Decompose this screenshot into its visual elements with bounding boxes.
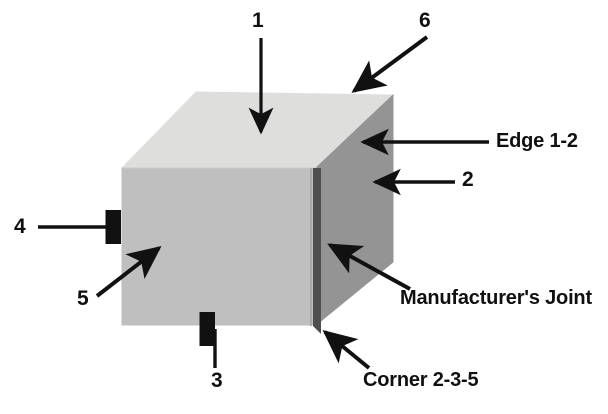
label-corner-2-3-5: Corner 2-3-5: [363, 369, 479, 391]
label-panel-5: 5: [77, 287, 89, 310]
label-panel-4: 4: [14, 215, 26, 238]
box-face-front-5: [121, 167, 317, 326]
box-solid: [120, 91, 395, 334]
label-panel-6: 6: [419, 9, 431, 32]
label-manufacturers-joint: Manufacturer's Joint: [400, 287, 592, 309]
arrow-5-line: [95, 246, 162, 298]
label-panel-3: 3: [211, 369, 223, 392]
arrow-corner-2-3-5-line: [322, 329, 371, 370]
label-edge-1-2: Edge 1-2: [496, 130, 578, 152]
arrow-6-line: [351, 35, 429, 93]
arrow-group: [38, 35, 489, 370]
manufacturers-joint-strip: [313, 168, 321, 334]
arrow-manufacturers-joint-line: [327, 243, 411, 291]
label-panel-2: 2: [462, 168, 474, 191]
label-panel-1: 1: [252, 9, 264, 32]
